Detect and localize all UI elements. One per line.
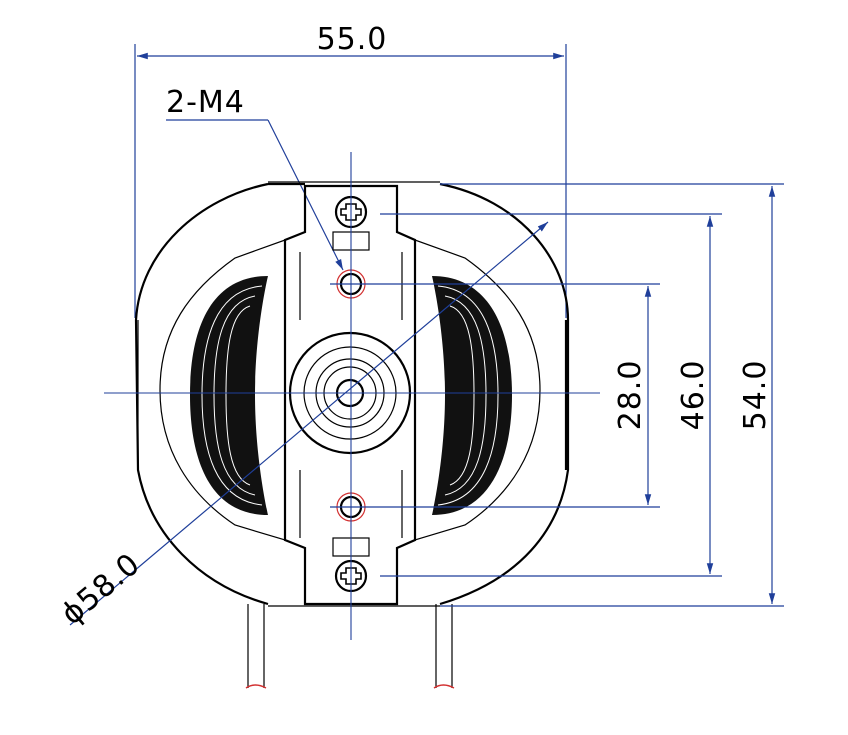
diameter-dimension-label: ϕ58.0 bbox=[55, 546, 148, 632]
right-coil bbox=[432, 276, 512, 515]
height-54-label: 54.0 bbox=[738, 360, 773, 431]
spacing-28-label: 28.0 bbox=[613, 360, 648, 431]
width-dimension: 55.0 bbox=[134, 22, 567, 318]
spacing-46-label: 46.0 bbox=[676, 360, 711, 431]
width-dimension-label: 55.0 bbox=[317, 22, 388, 57]
hole-callout: 2-M4 bbox=[166, 85, 344, 271]
spacing-28-dimension: 28.0 bbox=[330, 283, 660, 508]
center-lines bbox=[104, 152, 600, 640]
motor-body bbox=[134, 181, 570, 689]
height-54-dimension: 54.0 bbox=[440, 183, 784, 607]
lead-wires bbox=[245, 604, 455, 689]
hole-callout-label: 2-M4 bbox=[166, 85, 245, 120]
spacing-46-dimension: 46.0 bbox=[380, 213, 722, 577]
left-coil bbox=[190, 276, 268, 515]
